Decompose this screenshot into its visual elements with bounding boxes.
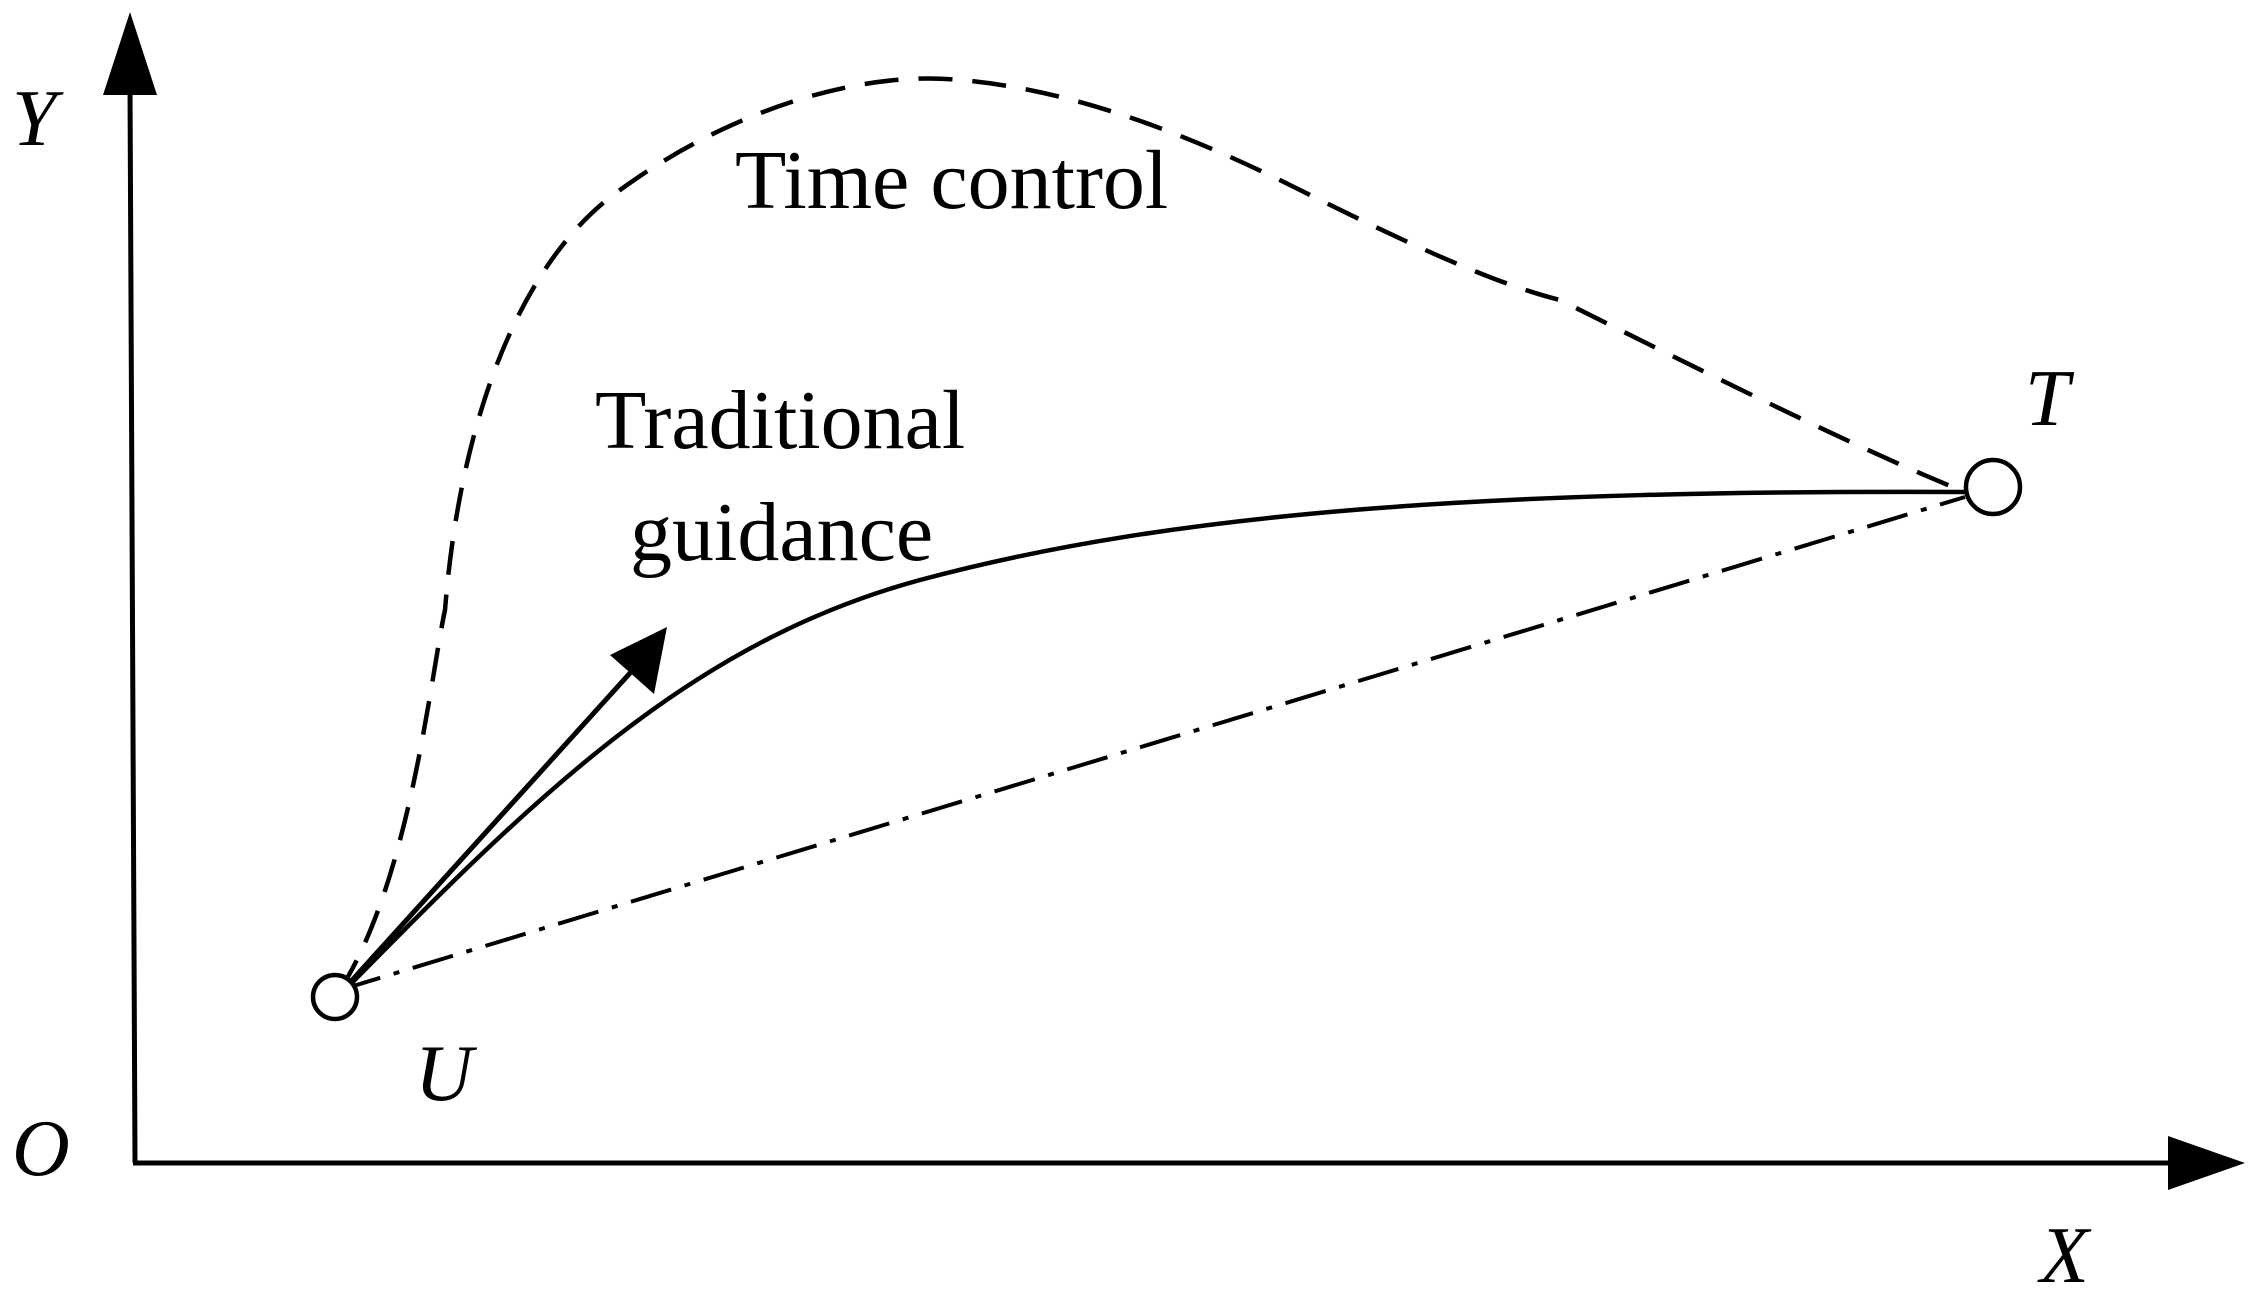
x-axis-arrowhead bbox=[2168, 1136, 2245, 1190]
line-of-sight bbox=[339, 495, 1966, 992]
x-axis-label: X bbox=[2037, 1212, 2092, 1300]
y-axis bbox=[127, 84, 138, 1164]
start-point-label: U bbox=[415, 1030, 478, 1118]
traditional-guidance-trajectory bbox=[343, 489, 1966, 992]
velocity-vector bbox=[343, 660, 642, 990]
time-control-trajectory bbox=[338, 76, 1966, 992]
target-point-marker bbox=[1963, 457, 2023, 517]
y-axis-label: Y bbox=[12, 75, 64, 163]
time-control-label: Time control bbox=[735, 134, 1168, 227]
traditional-label-line1: Traditional bbox=[595, 374, 965, 467]
target-point-label: T bbox=[2025, 355, 2075, 443]
traditional-label-line2: guidance bbox=[630, 486, 933, 579]
velocity-vector-arrowhead bbox=[610, 627, 667, 694]
start-point-marker bbox=[310, 972, 360, 1022]
y-axis-arrowhead bbox=[103, 12, 157, 95]
origin-label: O bbox=[12, 1105, 70, 1193]
